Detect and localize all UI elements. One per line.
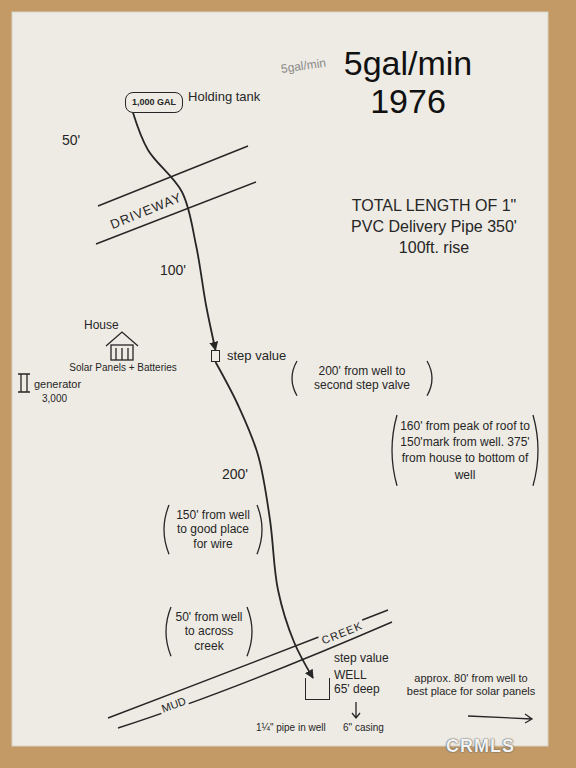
note: 50' from well to across creek: [174, 610, 244, 653]
casing-note: 6" casing: [343, 722, 384, 734]
house-icon: [106, 332, 138, 360]
creek-label: MUD: [158, 694, 190, 716]
title: 5gal/min 1976: [318, 44, 498, 120]
note: 150' from well to good place for wire: [172, 508, 254, 551]
bracket: [164, 505, 169, 554]
building-label: House: [84, 318, 119, 332]
generator-symbol: [18, 374, 30, 392]
bracket: [533, 415, 538, 486]
creek-bank: [118, 622, 392, 728]
bracket: [247, 607, 252, 656]
watermark: CRMLS: [446, 736, 515, 758]
equipment-label: generator: [34, 378, 81, 391]
creek-label: CREEK: [318, 618, 366, 648]
house-body: [111, 345, 133, 360]
bracket: [292, 361, 297, 396]
bracket: [392, 415, 397, 486]
note: 160' from peak of roof to 150'mark from …: [400, 418, 530, 483]
road-name: DRIVEWAY: [108, 190, 184, 233]
bracket: [427, 361, 432, 396]
pipe-spec: TOTAL LENGTH OF 1" PVC Delivery Pipe 350…: [336, 196, 532, 258]
valve-label: step value: [334, 651, 389, 665]
note: 200' from well to second step valve: [300, 364, 424, 393]
house-line: [121, 348, 122, 360]
pipe-note: 1¼" pipe in well: [256, 722, 326, 734]
valve-label: step value: [227, 348, 286, 364]
bracket: [166, 607, 171, 656]
edge-label: 200': [222, 466, 248, 483]
house-line: [115, 348, 116, 360]
pointer-arrow: [352, 702, 532, 723]
house-line: [127, 348, 128, 360]
tank-capacity: 1,000 GAL: [132, 97, 176, 108]
building-note: Solar Panels + Batteries: [60, 362, 186, 374]
pencil-note: 5gal/min: [280, 56, 327, 77]
equipment-rating: 3,000: [42, 393, 67, 405]
house-roof: [106, 332, 138, 346]
creek-bank: [108, 610, 388, 718]
casing-arrow: [352, 702, 360, 718]
valve-marker: step value: [211, 350, 220, 362]
tank-label: Holding tank: [188, 89, 242, 105]
note: approx. 80' from well to best place for …: [404, 672, 538, 698]
well-box: step valueWELL 65' deep: [305, 678, 330, 700]
bracket: [257, 505, 262, 554]
generator-icon: [18, 374, 30, 392]
pipe-line: [133, 113, 216, 350]
driveway-edge: [96, 182, 256, 244]
well-label: WELL 65' deep: [334, 668, 383, 697]
dimension: 50': [62, 132, 80, 149]
paper-sheet: [12, 12, 548, 746]
edge-label: 100': [160, 262, 186, 279]
tank-box: 1,000 GALHolding tank: [125, 92, 183, 113]
solar-arrow: [468, 714, 532, 723]
